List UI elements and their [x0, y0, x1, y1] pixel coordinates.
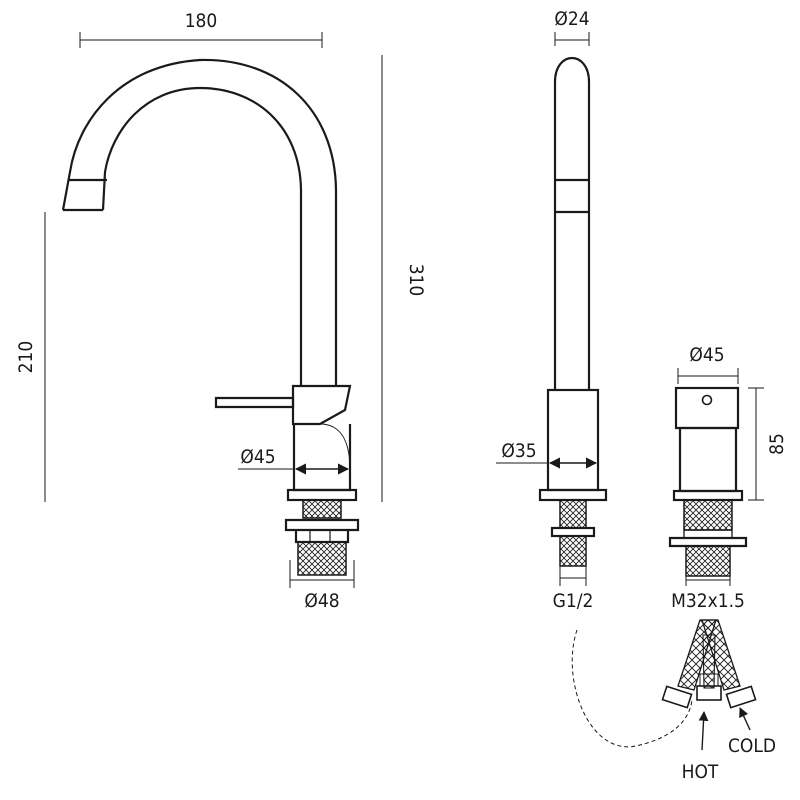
mounting-nut — [284, 518, 360, 544]
tap-body-side — [546, 388, 600, 492]
spout-outer-line — [61, 58, 338, 385]
side-view: Ø24 Ø35 G1/2 — [496, 8, 608, 612]
label-210: 210 — [15, 341, 37, 374]
front-view: 180 210 310 Ø45 Ø48 — [15, 10, 427, 612]
label-body-diameter-35: Ø35 — [501, 440, 536, 462]
dim-spout-reach: 180 — [79, 10, 323, 48]
dim-body-diameter-side: Ø35 — [496, 440, 598, 469]
dim-body-diameter-front: Ø45 — [238, 446, 350, 475]
threaded-shank-lower — [297, 541, 347, 576]
mixer-screw-hole — [701, 394, 713, 406]
dim-total-height: 310 — [381, 55, 427, 502]
label-310: 310 — [405, 264, 427, 297]
spout-inner-line — [101, 86, 303, 385]
base-plate-side — [538, 488, 608, 502]
braided-hose-center — [702, 634, 716, 689]
dim-mount-thread: M32x1.5 — [671, 576, 745, 612]
lever-handle — [214, 396, 295, 409]
label-base-diameter-48: Ø48 — [304, 590, 339, 612]
handle-hub — [291, 384, 352, 426]
label-spout-diameter-24: Ø24 — [554, 8, 589, 30]
label-cold: COLD — [728, 735, 776, 757]
mixer-body — [678, 426, 738, 493]
threaded-shank-side — [559, 499, 587, 529]
mixer-cap — [674, 386, 740, 430]
spout-column — [553, 56, 591, 390]
label-connection-thread: G1/2 — [553, 590, 594, 612]
label-body-diameter-45: Ø45 — [240, 446, 275, 468]
threaded-shank-upper — [302, 499, 342, 519]
dim-spout-height: 210 — [15, 212, 46, 502]
cold-arrow — [739, 707, 751, 731]
mixer-nut — [668, 536, 748, 548]
dashed-hose — [571, 629, 693, 748]
hose-fitting-left — [661, 685, 693, 709]
dim-mixer-diameter: Ø45 — [677, 344, 739, 384]
label-mixer-diameter-45: Ø45 — [689, 344, 724, 366]
dim-connection-thread: G1/2 — [553, 566, 594, 612]
dim-base-diameter: Ø48 — [289, 560, 355, 612]
label-mixer-height-85: 85 — [766, 433, 788, 455]
hot-arrow — [698, 711, 709, 751]
dim-mixer-height: 85 — [748, 387, 788, 501]
label-hot: HOT — [682, 761, 719, 783]
hose-fitting-right — [725, 685, 757, 709]
mixer-valve-view: Ø45 85 M32x1.5 HOT COLD — [571, 344, 788, 783]
aerator-tip — [63, 178, 107, 212]
base-plate — [286, 488, 358, 502]
label-mount-thread: M32x1.5 — [671, 590, 745, 612]
label-180: 180 — [185, 10, 218, 32]
dim-spout-diameter: Ø24 — [554, 8, 590, 46]
